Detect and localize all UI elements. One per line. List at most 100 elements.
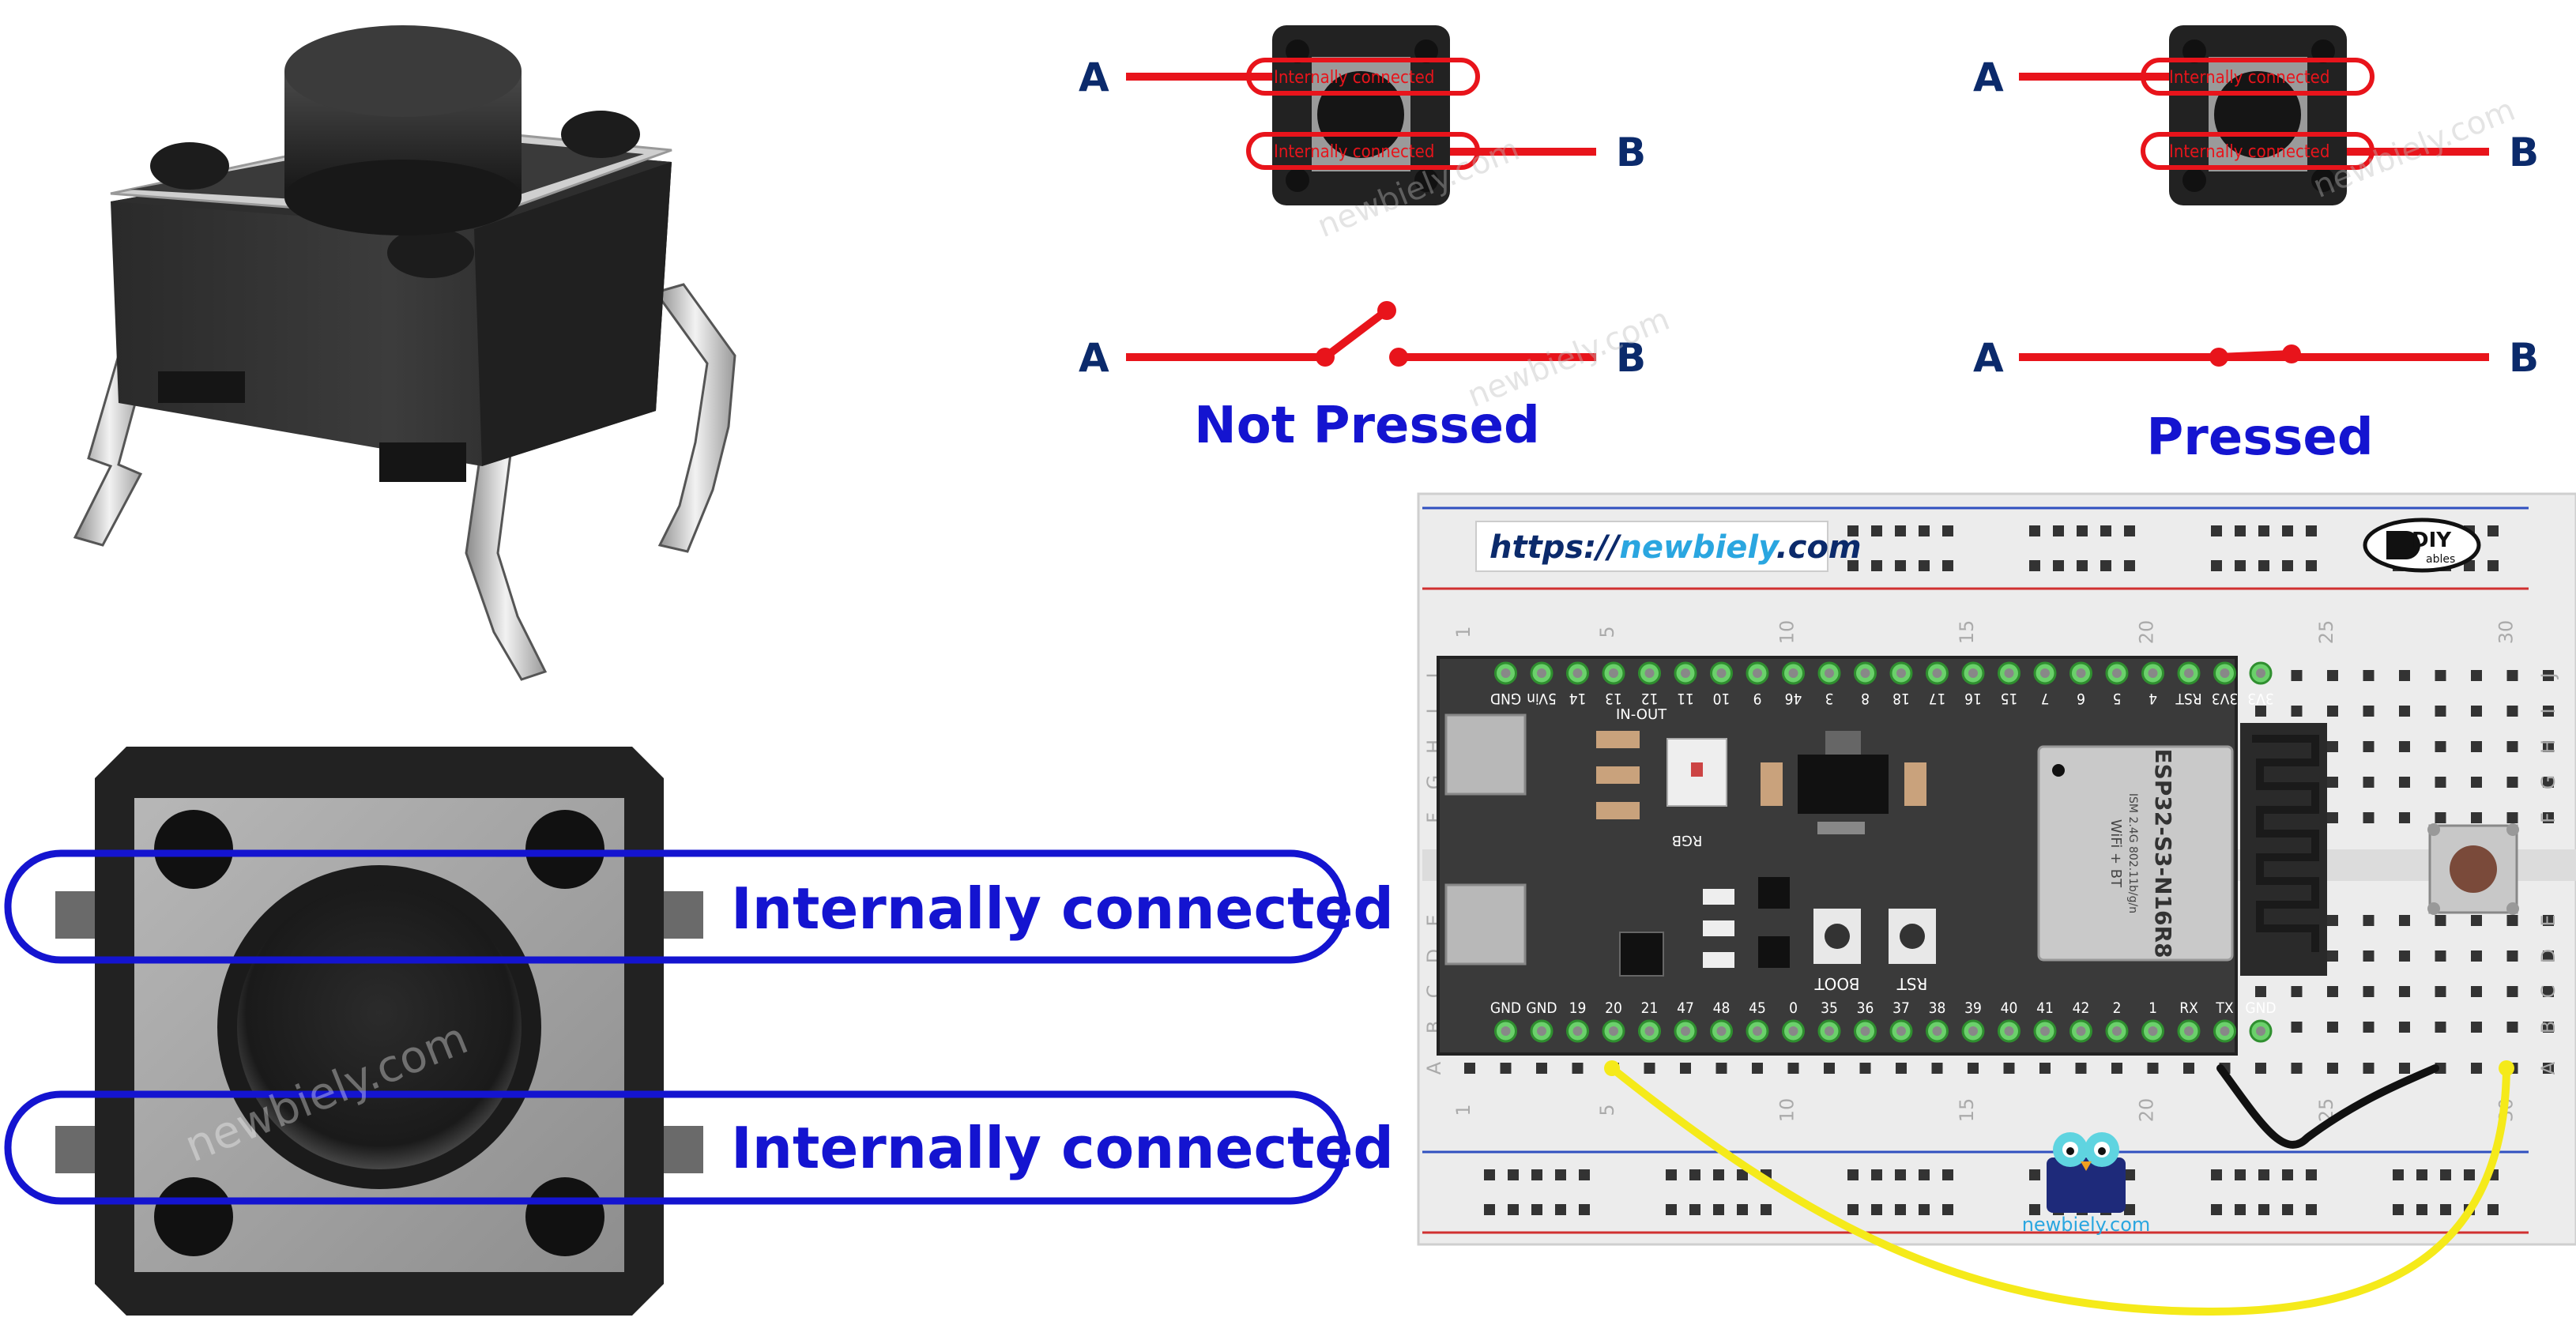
breadboard-hole [2506,741,2518,752]
breadboard-hole [2506,1022,2518,1033]
rail-hole [1942,1204,1953,1215]
rail-hole [1942,525,1953,536]
rail-hole [1895,1204,1906,1215]
pin-label: 36 [1857,999,1874,1017]
rail-hole [1713,1204,1724,1215]
terminal-a-np-top: A [1079,55,1109,100]
module-subtitle-2: WiFi + BT [2107,819,2124,888]
schematic-not-pressed: Internally connected Internally connecte… [1079,25,1646,455]
breadboard-hole [1644,1063,1655,1074]
rail-hole [1508,1204,1519,1215]
rail-hole [1761,1204,1772,1215]
rail-hole [2077,560,2088,571]
pin-label: 13 [1605,690,1622,707]
pin-label: 19 [1569,999,1587,1017]
rail-hole [1895,525,1906,536]
breadboard-hole [2435,670,2446,681]
breadboard-hole [2291,1022,2303,1033]
breadboard-hole [1500,1063,1512,1074]
pin-label: 37 [1892,999,1910,1017]
column-number: 15 [1956,1098,1978,1123]
column-number: 5 [1596,1104,1618,1116]
breadboard-hole [1824,1063,1835,1074]
breadboard-hole [1572,1063,1584,1074]
rail-hole [1713,1169,1724,1180]
breadboard-hole [2471,915,2482,926]
pin-label: 21 [1641,999,1659,1017]
breadboard-hole [2363,670,2375,681]
rail-hole [1847,1204,1859,1215]
pin-label: 5Vin [1527,690,1557,707]
pin-label: 1 [2149,999,2157,1017]
internal-connection-highlight-bottom [4,1090,1347,1205]
rail-hole [1919,525,1930,536]
rail-hole [2416,1204,2427,1215]
breadboard-hole [2399,915,2410,926]
terminal-b-p: B [2509,335,2539,381]
schematic-pressed: Internally connected Internally connecte… [1973,25,2539,467]
owl-logo-icon: newbiely.com [2022,1132,2150,1236]
breadboard-hole [2363,741,2375,752]
breadboard-hole [2039,1063,2051,1074]
inout-label: IN-OUT [1616,706,1667,723]
rail-hole [2464,1169,2475,1180]
rail-hole [2235,560,2246,571]
pin-label: 3 [1825,690,1834,707]
breadboard-hole [1536,1063,1547,1074]
breadboard-push-button [2427,823,2519,915]
pin-label: 40 [2001,999,2018,1017]
breadboard-hole [2506,812,2518,823]
row-letter: F [2537,812,2559,823]
terminal-a-p-top: A [1973,55,2004,100]
internal-label-p-bottom: Internally connected [2169,142,2329,162]
breadboard-hole [2255,986,2266,997]
breadboard-hole [2506,950,2518,962]
rail-hole [1895,560,1906,571]
rail-hole [2440,1169,2451,1180]
column-number: 20 [2136,620,2158,645]
rail-hole [1847,560,1859,571]
pin-label: RX [2179,999,2198,1017]
black-wire [2216,1064,2439,1149]
breadboard-hole [2291,706,2303,717]
rail-hole [1689,1169,1700,1180]
breadboard-hole [2327,915,2338,926]
breadboard-hole [2363,706,2375,717]
url-prefix: https:// [1489,529,1622,566]
breadboard-hole [2435,1022,2446,1033]
rail-hole [2211,1169,2222,1180]
rail-hole [2029,1169,2040,1180]
breadboard-hole [1787,1063,1799,1074]
breadboard-hole [2543,777,2554,788]
pin-label: 2 [2113,999,2122,1017]
rail-hole [2124,560,2135,571]
breadboard-hole [2435,950,2446,962]
rail-hole [2053,560,2064,571]
breadboard-hole [2327,812,2338,823]
breadboard-hole [2543,950,2554,962]
pin-label: 11 [1677,690,1694,707]
row-letter: C [2537,985,2559,999]
breadboard-hole [2327,741,2338,752]
terminal-a-np: A [1079,335,1109,381]
rail-hole [1555,1169,1566,1180]
breadboard-hole [2255,1063,2266,1074]
pin-label: 45 [1749,999,1766,1017]
pin-label: GND [2245,999,2276,1017]
rail-hole [1737,1204,1748,1215]
breadboard-hole [2471,986,2482,997]
breadboard-hole [2435,706,2446,717]
button-top-view [55,747,703,1316]
rail-hole [1555,1204,1566,1215]
rail-hole [2211,525,2222,536]
rail-hole [1895,1169,1906,1180]
breadboard-hole [2543,706,2554,717]
rail-hole [2100,560,2111,571]
breadboard-hole [2471,670,2482,681]
internal-label-p-top: Internally connected [2169,68,2329,88]
breadboard-hole [2363,950,2375,962]
pin-label: 16 [1964,690,1982,707]
terminal-a-p: A [1973,335,2004,381]
url-suffix: .com [1776,529,1862,566]
